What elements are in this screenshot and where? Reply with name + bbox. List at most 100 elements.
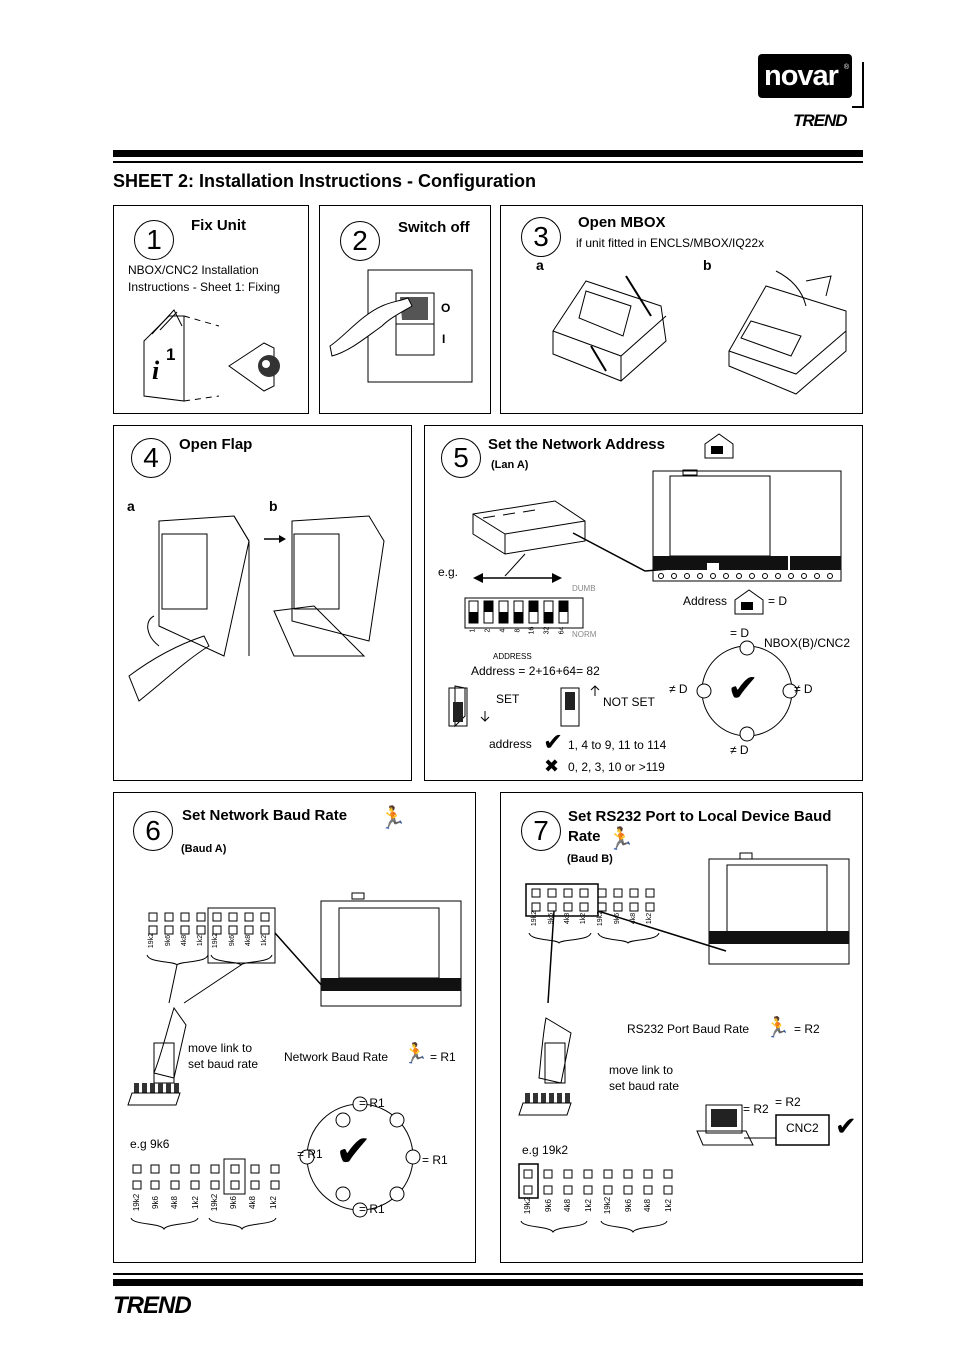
baud-label-9k6: 9k6 — [548, 912, 556, 925]
baud-label-9k6: 9k6 — [228, 1196, 238, 1209]
step1-number: 1 — [134, 220, 174, 260]
flap-open-illustration — [128, 515, 385, 702]
novar-logo: novar ® — [758, 54, 852, 98]
baud-label-1k2: 1k2 — [663, 1199, 673, 1212]
mbox-open-illustration — [552, 270, 847, 395]
info-icon: i — [152, 356, 160, 385]
address-icon — [733, 588, 765, 616]
step7-eg: e.g 19k2 — [522, 1143, 569, 1157]
tick-icon: ✔ — [543, 729, 564, 756]
step2-title: Switch off — [398, 219, 470, 236]
trend-logo-footer: TREND — [113, 1292, 192, 1319]
rs232-baud-labels-bottom-group1: 19k2 9k6 4k8 1k2 — [519, 1196, 599, 1219]
baud-labels-bottom-group1: 19k2 9k6 4k8 1k2 — [128, 1193, 208, 1216]
baud-label-1k2: 1k2 — [580, 912, 588, 925]
novar-logo-text: novar — [764, 60, 839, 92]
header-rule-thick — [113, 150, 863, 157]
baud-label-4k8: 4k8 — [181, 934, 189, 947]
step6-number: 6 — [133, 811, 173, 851]
logo-shadow — [852, 62, 864, 108]
node-name: NBOX(B)/CNC2 — [764, 636, 851, 650]
manual-and-eye-illustration — [143, 309, 280, 402]
step1-text-line1: NBOX/CNC2 Installation — [128, 263, 259, 277]
step7-panel: 7 Set RS232 Port to Local Device Baud Ra… — [500, 792, 863, 1263]
cross-icon: ✖ — [544, 756, 560, 776]
step6-subtitle: (Baud A) — [181, 843, 227, 855]
baud-label-1k2: 1k2 — [197, 934, 205, 947]
cnc-eq: = R2 — [775, 1095, 801, 1109]
step2-number: 2 — [340, 221, 380, 261]
address-icon-title — [703, 432, 735, 460]
step1-text-line2: Instructions - Sheet 1: Fixing — [128, 280, 281, 294]
cnc2-tick-icon: ✔ — [835, 1111, 857, 1141]
ring-top: = R1 — [359, 1096, 385, 1110]
rs232-jumper-grid-top — [518, 852, 850, 1234]
baud-label-19k2: 19k2 — [212, 932, 220, 949]
address-calc: Address = 2+16+64= 82 — [471, 664, 600, 678]
step6-panel: 6 Set Network Baud Rate (Baud A) 🏃 — [113, 792, 476, 1263]
step5-subtitle: (Lan A) — [491, 459, 529, 471]
network-baud-label: Network Baud Rate — [284, 1050, 389, 1064]
step7-move-link-2: set baud rate — [609, 1079, 680, 1093]
step5-eg: e.g. — [438, 565, 459, 579]
norm-label: NORM — [572, 630, 597, 639]
step6-title: Set Network Baud Rate — [182, 807, 348, 824]
step4-number: 4 — [131, 438, 171, 478]
baud-label-4k8: 4k8 — [562, 1199, 572, 1212]
step7-subtitle: (Baud B) — [567, 853, 613, 865]
baud-labels-bottom-group2: 19k2 9k6 4k8 1k2 — [206, 1194, 286, 1216]
valid-addresses: 1, 4 to 9, 11 to 114 — [568, 738, 667, 752]
step3-subtitle: if unit fitted in ENCLS/MBOX/IQ22x — [576, 236, 765, 250]
baud-label-4k8: 4k8 — [247, 1196, 257, 1209]
address-eq-suffix: = D — [768, 594, 788, 608]
rs232-baud-labels-top-group1: 19k2 9k6 4k8 1k2 — [527, 911, 597, 933]
step7-number: 7 — [521, 811, 561, 851]
step2-panel: 2 Switch off O I — [319, 205, 491, 414]
address-eq-prefix: Address — [683, 594, 728, 608]
rs232-baud-eq: = R2 — [794, 1022, 820, 1036]
step5-title: Set the Network Address — [488, 436, 665, 453]
baud-label-19k2: 19k2 — [132, 1193, 142, 1212]
baud-jumper-grid-top — [127, 892, 462, 1231]
baud-label-19k2: 19k2 — [148, 932, 156, 949]
step5-number: 5 — [441, 438, 481, 478]
set-label: SET — [496, 692, 520, 706]
step3-label-a: a — [536, 257, 544, 273]
step4-panel: 4 Open Flap a b — [113, 425, 412, 781]
step6-move-link-2: set baud rate — [188, 1057, 259, 1071]
step3-number: 3 — [521, 217, 561, 257]
baud-label-19k2: 19k2 — [523, 1196, 533, 1215]
step3-title: Open MBOX — [578, 214, 666, 231]
not-set-label: NOT SET — [603, 695, 655, 709]
baud-label-9k6: 9k6 — [229, 934, 237, 947]
baud-label-9k6: 9k6 — [165, 934, 173, 947]
power-switch-illustration — [329, 269, 473, 383]
baud-label-1k2: 1k2 — [583, 1199, 593, 1212]
baud-label-4k8: 4k8 — [642, 1199, 652, 1212]
switch-label-i: I — [442, 332, 446, 346]
baud-label-1k2: 1k2 — [268, 1196, 278, 1209]
step6-move-link-1: move link to — [188, 1041, 253, 1055]
dip-switch-block — [448, 469, 842, 728]
ring-bottom: = R1 — [359, 1202, 385, 1216]
step4-label-b: b — [269, 498, 278, 514]
step7-title-line2: Rate — [568, 828, 601, 845]
network-ring — [696, 640, 798, 742]
node-left: ≠ D — [669, 682, 688, 696]
ring-right: = R1 — [422, 1153, 448, 1167]
ring-tick-icon: ✔ — [335, 1127, 372, 1176]
baud-label-1k2: 1k2 — [190, 1196, 200, 1209]
network-baud-eq: = R1 — [430, 1050, 456, 1064]
baud-label-4k8: 4k8 — [245, 934, 253, 947]
baud-label-9k6: 9k6 — [150, 1196, 160, 1209]
dumb-label: DUMB — [572, 584, 596, 593]
baud-label-9k6: 9k6 — [623, 1199, 633, 1212]
baud-label-4k8: 4k8 — [169, 1196, 179, 1209]
baud-person-icon: 🏃 — [379, 805, 407, 830]
baud-label-9k6: 9k6 — [543, 1199, 553, 1212]
baud-label-4k8: 4k8 — [564, 912, 572, 925]
step7-move-link-1: move link to — [609, 1063, 674, 1077]
rs232-baud-labels-top-group2: 19k2 9k6 4k8 1k2 — [593, 911, 663, 933]
step4-label-a: a — [127, 498, 135, 514]
ring-tick-icon: ✔ — [727, 668, 759, 710]
